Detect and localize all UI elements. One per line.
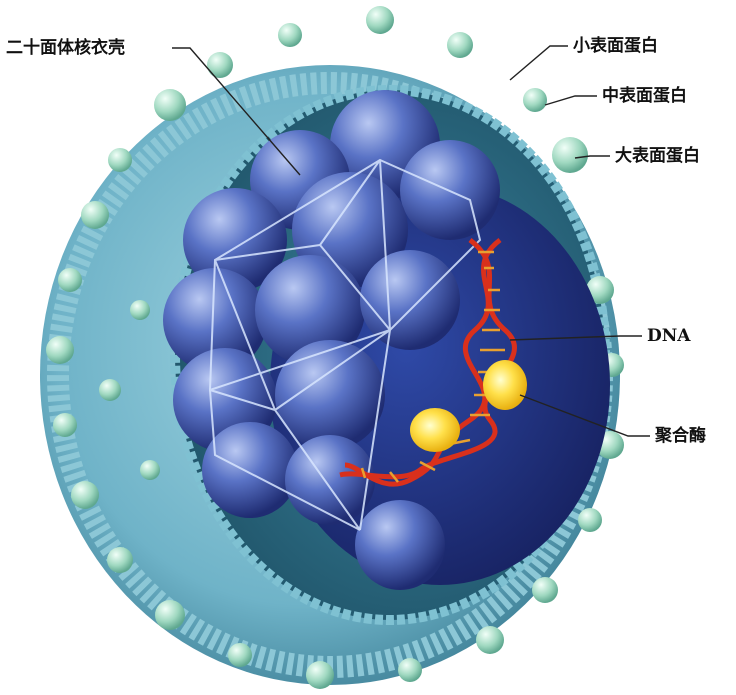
middle-surface-protein-label: 中表面蛋白 (602, 86, 687, 106)
polymerase-blob-2 (410, 408, 460, 452)
large-surface-protein-label: 大表面蛋白 (615, 146, 700, 166)
icosahedral-capsid-label: 二十面体核衣壳 (6, 38, 125, 58)
polymerase-blob-1 (483, 360, 527, 410)
small-surface-protein-label: 小表面蛋白 (573, 36, 658, 56)
dna-label: DNA (647, 326, 690, 346)
polymerase-label: 聚合酶 (655, 426, 706, 446)
